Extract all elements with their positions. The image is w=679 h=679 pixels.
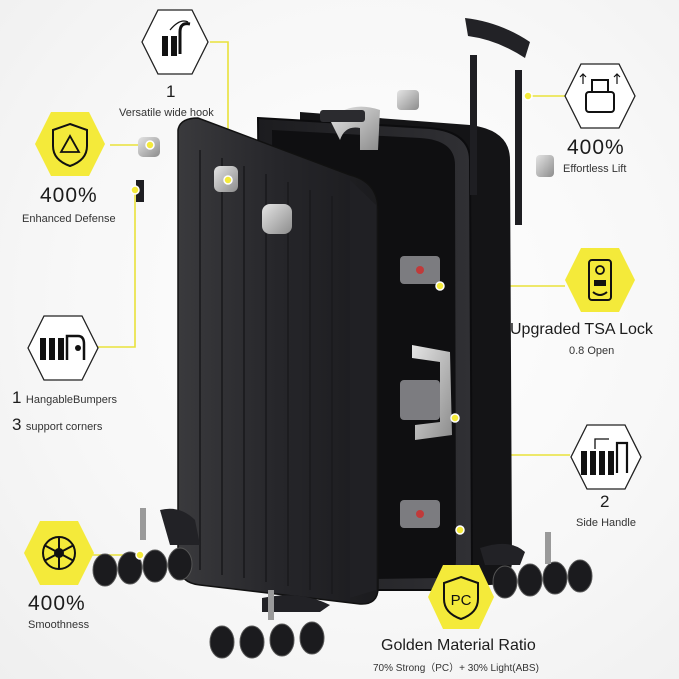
bumper-icon [27, 315, 99, 381]
lift-value: 400% [567, 136, 625, 159]
side-handle-caption: Side Handle [576, 517, 636, 529]
bumper-line-1: 1 HangableBumpers [12, 388, 117, 408]
side-handle-icon [570, 424, 642, 490]
hook-icon [141, 9, 209, 75]
shield-icon [35, 112, 105, 176]
tsa-lock-parts [400, 256, 452, 528]
lift-icon [564, 63, 636, 129]
lock-hex [563, 246, 637, 314]
side-handle-number: 2 [600, 492, 610, 511]
front-shell [177, 117, 379, 605]
wheel-icon [24, 521, 94, 585]
bumper-count-1: 1 [12, 388, 22, 407]
side-handle-hex [569, 423, 643, 491]
bumper-label-1: HangableBumpers [25, 394, 118, 406]
material-title: Golden Material Ratio [381, 637, 536, 654]
spinner-wheels [92, 508, 593, 659]
defense-caption: Enhanced Defense [22, 213, 116, 225]
material-caption: 70% Strong（PC）+ 30% Light(ABS) [373, 663, 539, 674]
bumper-count-2: 3 [12, 415, 22, 434]
material-hex: PC [426, 563, 496, 631]
defense-value: 400% [40, 184, 98, 207]
smoothness-hex [22, 519, 96, 587]
smoothness-caption: Smoothness [28, 619, 90, 631]
hook-number: 1 [166, 82, 176, 101]
telescopic-handle [465, 18, 530, 225]
lift-hex [563, 62, 637, 130]
lift-caption: Effortless Lift [563, 163, 627, 175]
bumper-line-2: 3 support corners [12, 415, 102, 435]
callout-dots [130, 91, 533, 560]
hook-hex [140, 8, 210, 76]
bumper-hex [26, 314, 100, 382]
lock-icon [565, 248, 635, 312]
hook-caption: Versatile wide hook [119, 107, 214, 119]
bumper-label-2: support corners [25, 421, 103, 433]
defense-hex [33, 110, 107, 178]
smoothness-value: 400% [28, 592, 86, 615]
pc-badge-icon: PC [428, 565, 494, 629]
pc-badge-text: PC [451, 592, 472, 609]
lock-caption: 0.8 Open [569, 345, 615, 357]
lock-title: Upgraded TSA Lock [510, 321, 653, 338]
